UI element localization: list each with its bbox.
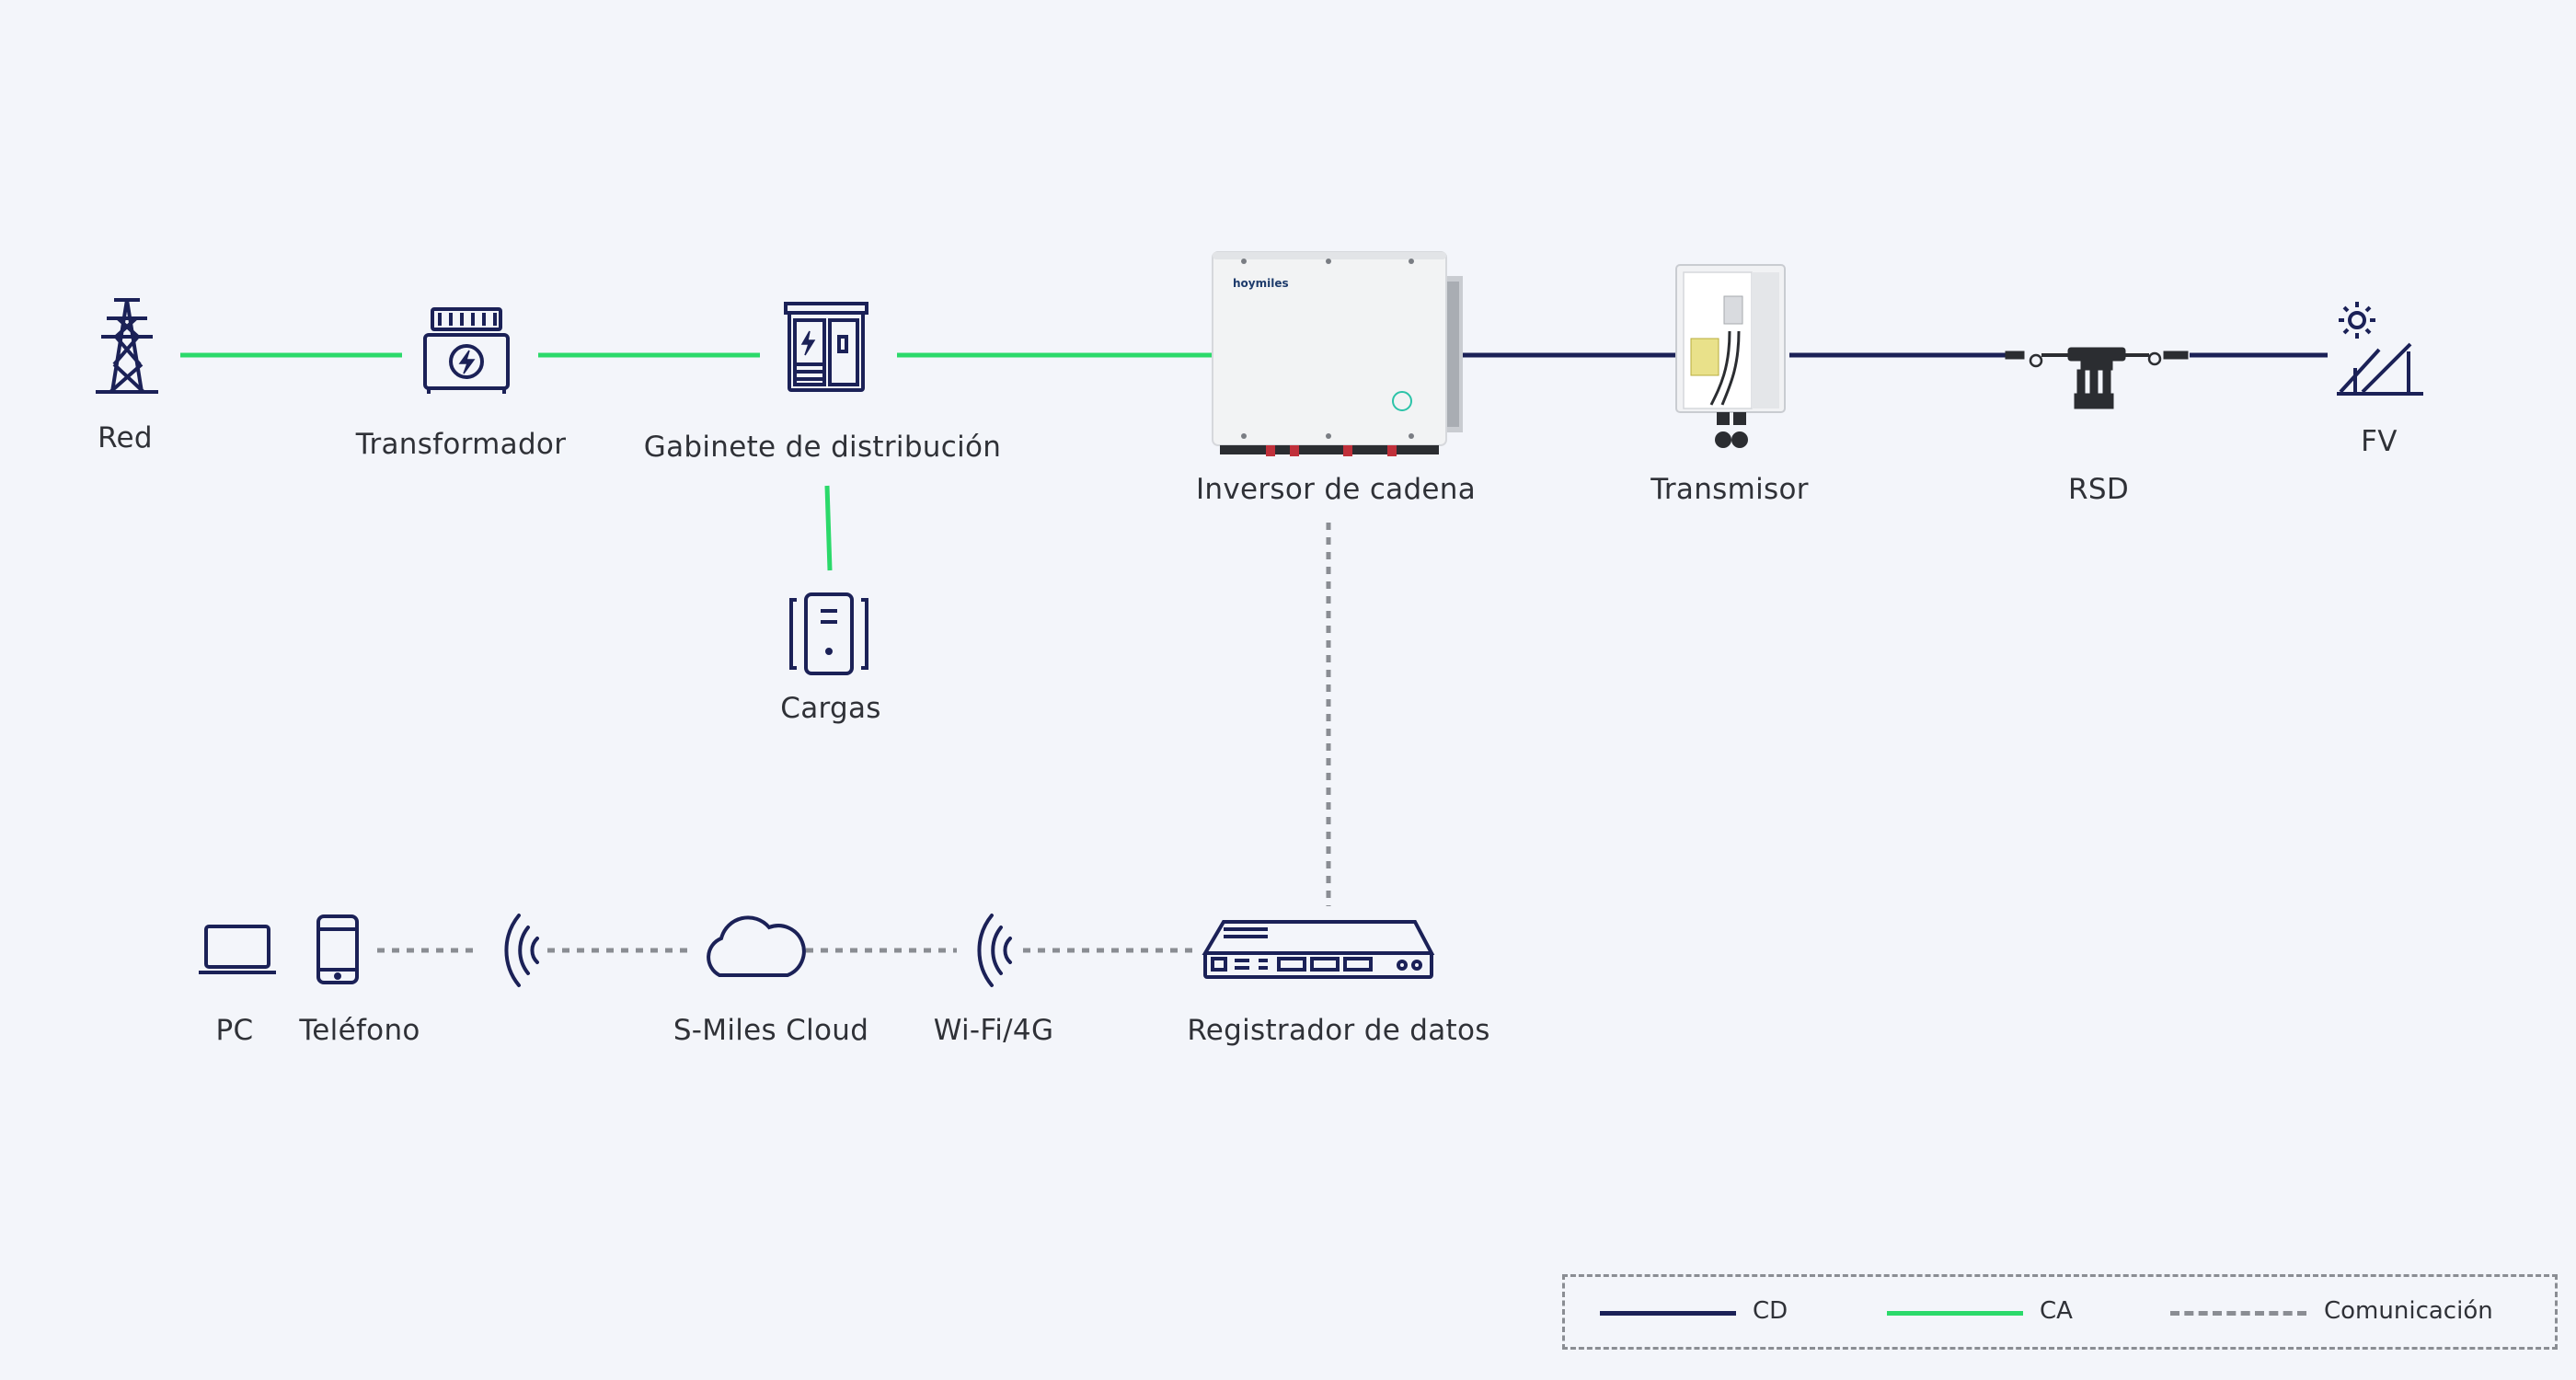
label-loads: Cargas [780, 692, 881, 725]
label-grid: Red [98, 421, 153, 454]
transmission-tower-icon [96, 298, 158, 394]
label-string-inverter: Inversor de cadena [1195, 473, 1477, 506]
label-distribution-cabinet: Gabinete de distribución [643, 431, 1002, 464]
laptop-icon [199, 925, 276, 974]
legend-comm-swatch [2170, 1311, 2306, 1316]
comm-connections [377, 523, 1331, 953]
label-wifi: Wi-Fi/4G [933, 1014, 1054, 1047]
pv-panel-icon [2337, 302, 2423, 396]
string-inverter-image: hoymiles [1212, 251, 1463, 456]
wifi-signal-icon-right [977, 914, 1012, 987]
legend-ac-swatch [1887, 1311, 2023, 1316]
label-rsd: RSD [2068, 473, 2129, 506]
label-cloud: S-Miles Cloud [673, 1014, 869, 1047]
legend-comm-label: Comunicación [2324, 1297, 2493, 1325]
ac-line-cabinet-loads [824, 485, 833, 571]
label-phone: Teléfono [299, 1014, 420, 1047]
phone-icon [316, 914, 359, 984]
distribution-cabinet-icon [784, 302, 868, 392]
loads-icon [789, 592, 868, 675]
wifi-signal-icon-left [504, 914, 539, 987]
transformer-icon [423, 307, 510, 394]
legend-ac-label: CA [2040, 1297, 2073, 1325]
label-transformer: Transformador [355, 428, 567, 461]
label-pc: PC [215, 1014, 254, 1047]
transmitter-image [1675, 264, 1786, 448]
label-datalogger: Registrador de datos [1187, 1014, 1490, 1047]
inverter-brand-text: hoymiles [1233, 277, 1289, 290]
rsd-connector-image [2005, 347, 2189, 409]
legend-dc-swatch [1600, 1311, 1736, 1316]
datalogger-icon [1202, 920, 1435, 979]
cloud-icon [707, 915, 806, 977]
label-transmitter: Transmisor [1650, 473, 1809, 506]
ac-connections [180, 352, 1213, 571]
label-pv: FV [2361, 425, 2398, 458]
legend: CD CA Comunicación [1562, 1274, 2558, 1350]
legend-dc-label: CD [1753, 1297, 1788, 1325]
